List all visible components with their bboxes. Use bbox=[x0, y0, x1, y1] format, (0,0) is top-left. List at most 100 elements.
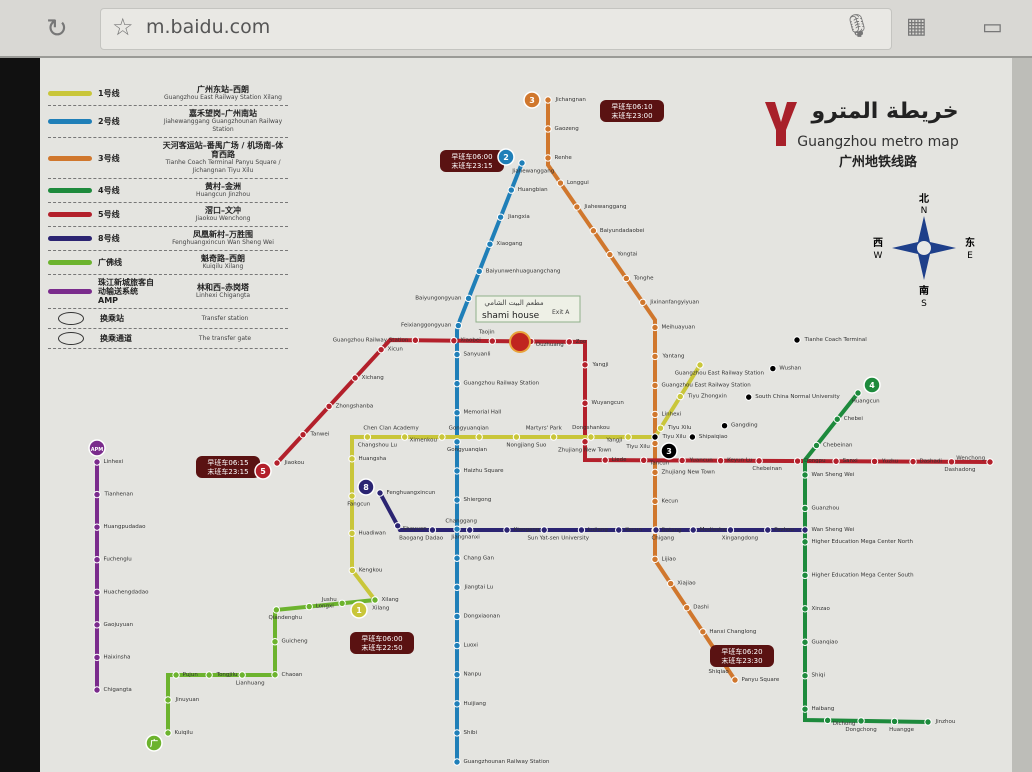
station-marker[interactable] bbox=[793, 336, 801, 344]
station-marker[interactable] bbox=[453, 496, 461, 504]
station-marker[interactable] bbox=[577, 526, 586, 534]
station-marker[interactable] bbox=[769, 364, 777, 373]
station-marker[interactable] bbox=[716, 456, 725, 465]
station-marker[interactable] bbox=[755, 457, 763, 465]
station-marker[interactable] bbox=[909, 457, 917, 466]
station-marker[interactable] bbox=[573, 203, 581, 211]
station-marker[interactable] bbox=[348, 566, 357, 575]
station-marker[interactable] bbox=[453, 758, 461, 766]
station-marker[interactable] bbox=[601, 456, 609, 464]
station-marker[interactable] bbox=[305, 602, 313, 611]
station-marker[interactable] bbox=[589, 227, 598, 235]
station-marker[interactable] bbox=[651, 323, 659, 332]
station-marker[interactable] bbox=[801, 638, 809, 646]
station-marker[interactable] bbox=[394, 522, 402, 530]
station-marker[interactable] bbox=[812, 441, 821, 450]
station-marker[interactable] bbox=[801, 504, 809, 513]
station-marker[interactable] bbox=[540, 526, 548, 534]
station-marker[interactable] bbox=[348, 455, 356, 463]
station-marker[interactable] bbox=[363, 433, 372, 441]
station-marker[interactable] bbox=[676, 392, 684, 401]
station-marker[interactable] bbox=[624, 433, 632, 441]
station-marker[interactable] bbox=[93, 523, 101, 531]
station-marker[interactable] bbox=[93, 490, 101, 499]
qr-code-icon[interactable]: ▦ bbox=[906, 14, 927, 39]
location-marker-icon[interactable] bbox=[509, 331, 531, 353]
station-marker[interactable] bbox=[870, 457, 879, 466]
station-marker[interactable] bbox=[338, 599, 346, 607]
station-marker[interactable] bbox=[488, 337, 497, 345]
station-marker[interactable] bbox=[400, 433, 409, 441]
station-marker[interactable] bbox=[801, 571, 809, 580]
station-marker[interactable] bbox=[651, 433, 659, 441]
station-marker[interactable] bbox=[651, 555, 659, 564]
station-marker[interactable] bbox=[453, 670, 461, 679]
station-marker[interactable] bbox=[377, 345, 385, 354]
station-marker[interactable] bbox=[651, 468, 659, 477]
station-marker[interactable] bbox=[496, 213, 505, 221]
station-marker[interactable] bbox=[348, 529, 356, 538]
station-marker[interactable] bbox=[93, 458, 101, 466]
station-marker[interactable] bbox=[453, 612, 461, 621]
station-marker[interactable] bbox=[428, 526, 437, 534]
star-icon[interactable]: ☆ bbox=[112, 13, 134, 41]
station-marker[interactable] bbox=[581, 361, 589, 369]
station-marker[interactable] bbox=[544, 125, 552, 133]
station-marker[interactable] bbox=[656, 424, 665, 432]
station-marker[interactable] bbox=[832, 457, 840, 465]
station-marker[interactable] bbox=[683, 603, 691, 612]
station-marker[interactable] bbox=[475, 433, 483, 441]
station-marker[interactable] bbox=[793, 457, 802, 465]
station-marker[interactable] bbox=[678, 456, 686, 465]
station-marker[interactable] bbox=[453, 525, 461, 533]
station-marker[interactable] bbox=[587, 433, 595, 441]
station-marker[interactable] bbox=[271, 671, 279, 679]
station-marker[interactable] bbox=[438, 433, 446, 441]
reload-icon[interactable]: ↻ bbox=[46, 14, 68, 44]
station-marker[interactable] bbox=[503, 526, 511, 534]
station-marker[interactable] bbox=[464, 294, 473, 303]
station-marker[interactable] bbox=[549, 433, 558, 441]
station-marker[interactable] bbox=[854, 389, 862, 397]
station-marker[interactable] bbox=[325, 402, 333, 411]
url-text[interactable]: m.baidu.com bbox=[146, 16, 271, 38]
station-marker[interactable] bbox=[689, 526, 697, 534]
station-marker[interactable] bbox=[651, 439, 659, 448]
station-marker[interactable] bbox=[556, 179, 565, 187]
station-marker[interactable] bbox=[512, 433, 521, 441]
station-marker[interactable] bbox=[453, 700, 461, 708]
station-marker[interactable] bbox=[351, 374, 359, 382]
station-marker[interactable] bbox=[720, 421, 729, 430]
station-marker[interactable] bbox=[454, 321, 463, 330]
station-marker[interactable] bbox=[731, 676, 739, 684]
station-marker[interactable] bbox=[466, 526, 474, 534]
station-marker[interactable] bbox=[764, 526, 772, 534]
station-marker[interactable] bbox=[453, 583, 461, 592]
station-marker[interactable] bbox=[411, 336, 420, 344]
station-marker[interactable] bbox=[699, 628, 707, 636]
station-marker[interactable] bbox=[93, 686, 101, 694]
station-marker[interactable] bbox=[376, 489, 384, 497]
station-marker[interactable] bbox=[801, 605, 809, 613]
station-marker[interactable] bbox=[371, 596, 379, 604]
station-marker[interactable] bbox=[93, 588, 101, 596]
station-marker[interactable] bbox=[651, 381, 659, 390]
station-marker[interactable] bbox=[273, 459, 281, 467]
station-marker[interactable] bbox=[272, 606, 281, 614]
station-marker[interactable] bbox=[666, 579, 675, 588]
address-bar[interactable] bbox=[100, 8, 892, 50]
station-marker[interactable] bbox=[453, 379, 461, 388]
station-marker[interactable] bbox=[93, 556, 101, 564]
station-marker[interactable] bbox=[93, 653, 101, 662]
station-marker[interactable] bbox=[696, 361, 704, 369]
station-marker[interactable] bbox=[544, 154, 552, 162]
station-marker[interactable] bbox=[518, 159, 526, 167]
station-marker[interactable] bbox=[544, 96, 552, 104]
station-marker[interactable] bbox=[164, 696, 172, 704]
station-marker[interactable] bbox=[890, 717, 899, 726]
station-marker[interactable] bbox=[453, 438, 461, 446]
station-marker[interactable] bbox=[271, 638, 279, 646]
station-marker[interactable] bbox=[986, 458, 994, 466]
scrollbar[interactable] bbox=[1012, 58, 1032, 772]
station-marker[interactable] bbox=[639, 456, 648, 464]
